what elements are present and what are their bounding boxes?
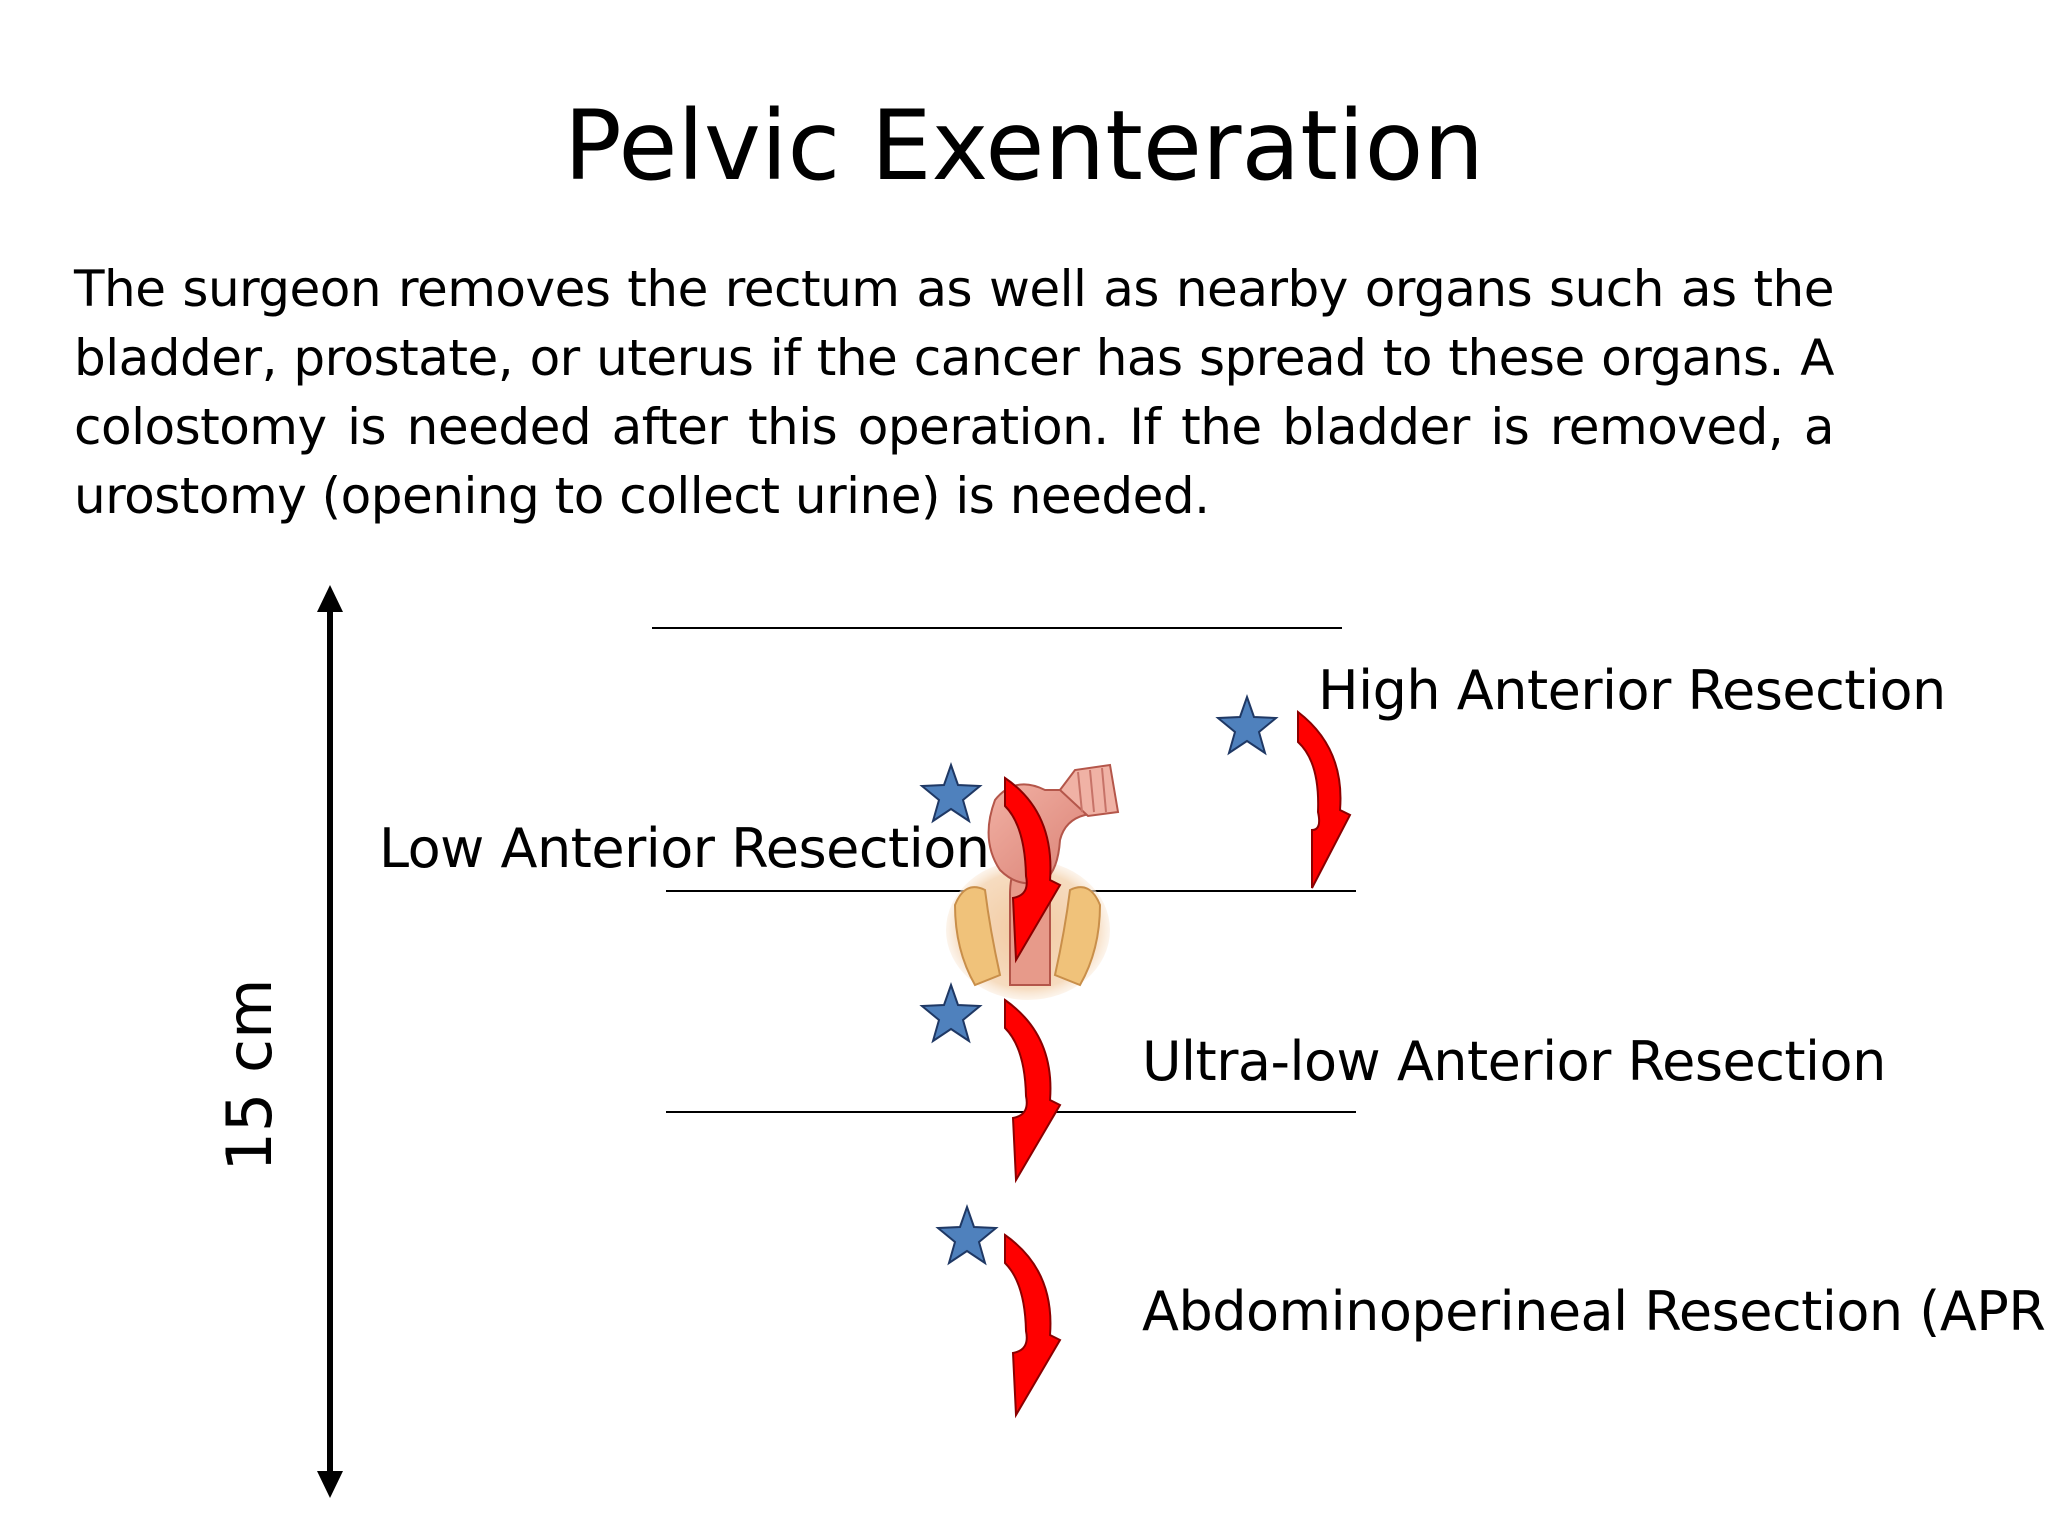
curved-arrow-icon-high xyxy=(1297,709,1352,889)
star-icon-apr xyxy=(935,1203,999,1266)
star-icon-ultra-low xyxy=(919,981,983,1044)
label-high-anterior-resection: High Anterior Resection xyxy=(1318,659,1946,722)
vertical-scale-arrow xyxy=(317,585,343,1498)
curved-arrow-icon-low xyxy=(1004,776,1062,964)
label-low-anterior-resection: Low Anterior Resection xyxy=(379,817,990,880)
label-ultra-low-anterior-resection: Ultra-low Anterior Resection xyxy=(1142,1030,1886,1093)
slide-body-text: The surgeon removes the rectum as well a… xyxy=(74,260,1835,525)
slide-title: Pelvic Exenteration xyxy=(563,90,1485,202)
star-icon-high xyxy=(1215,693,1279,756)
curved-arrow-icon-apr xyxy=(1004,1233,1062,1419)
scale-label-15cm: 15 cm xyxy=(213,978,286,1172)
label-abdominoperineal-resection: Abdominoperineal Resection (APR) xyxy=(1142,1280,2048,1343)
star-icon-low xyxy=(919,761,983,824)
curved-arrow-icon-ultra-low xyxy=(1004,998,1062,1184)
